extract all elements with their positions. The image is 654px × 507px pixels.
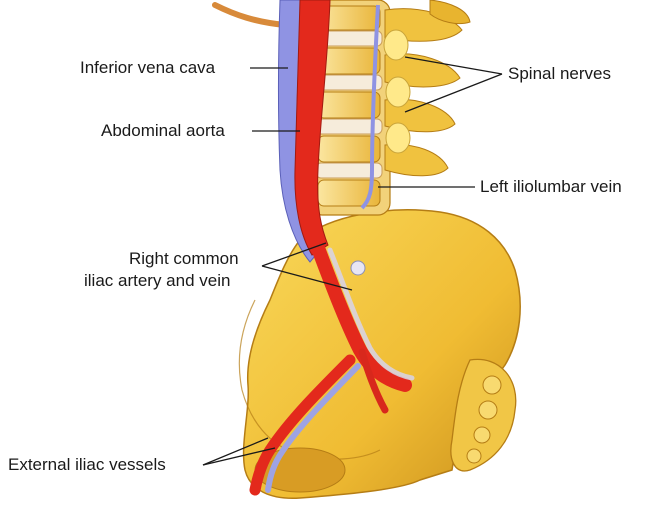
label-abdominal-aorta: Abdominal aorta (101, 121, 225, 141)
label-right-common-iliac-line2: iliac artery and vein (84, 271, 230, 291)
label-right-common-iliac-line1: Right common (129, 249, 239, 269)
label-spinal-nerves: Spinal nerves (508, 64, 611, 84)
label-inferior-vena-cava: Inferior vena cava (80, 58, 215, 78)
renal-vessel (215, 5, 285, 25)
lumbar-spine (310, 0, 470, 215)
spinal-nerve-roots (384, 30, 410, 153)
label-external-iliac-vessels: External iliac vessels (8, 455, 166, 475)
label-left-iliolumbar-vein: Left iliolumbar vein (480, 177, 622, 197)
